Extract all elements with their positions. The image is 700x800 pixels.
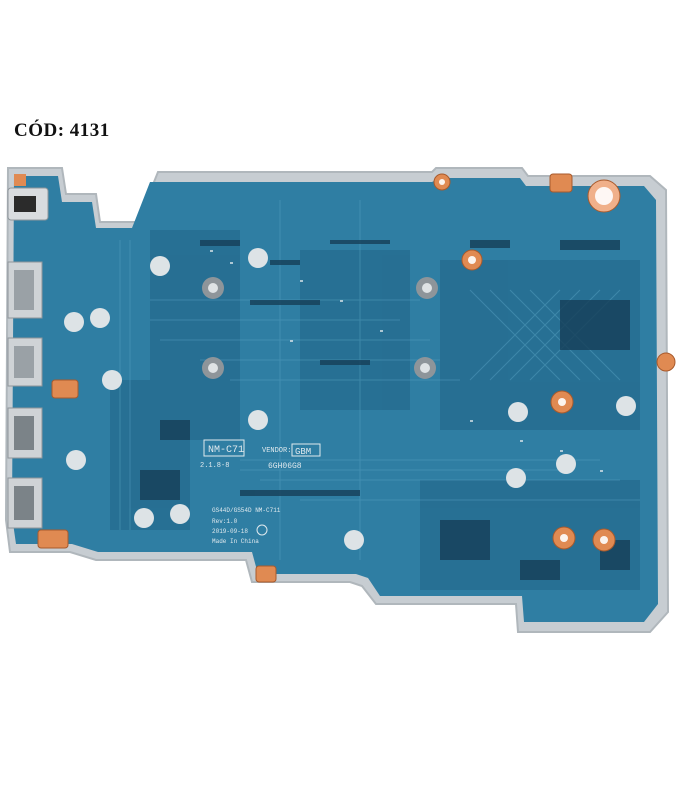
recycle-icon <box>256 524 268 536</box>
pcb-smd-parts <box>210 250 603 472</box>
hdmi-port <box>7 261 43 319</box>
product-code-label: CÓD: 4131 <box>14 120 110 141</box>
vendor-text: GBM <box>295 447 311 457</box>
barcode-text: 6GH06G8 <box>268 462 302 471</box>
copper-pads <box>37 173 676 583</box>
pad-holes <box>439 179 613 544</box>
standoffs <box>202 277 438 379</box>
model-text: NM-C71 <box>208 445 244 456</box>
mounting-holes <box>64 248 636 550</box>
date-code-text: 2.1.8-8 <box>200 462 229 470</box>
vendor-box <box>291 443 321 457</box>
model-box <box>203 439 245 457</box>
usb-c-port <box>7 337 43 387</box>
silk-line-1: GS44D/GS54D NM-C711 <box>212 507 281 514</box>
dc-power-jack <box>7 174 49 221</box>
usb-port-2 <box>7 477 43 529</box>
silk-line-2: Rev:1.0 <box>212 518 238 525</box>
usb-port-1 <box>7 407 43 459</box>
silk-line-4: Made In China <box>212 538 259 545</box>
pcb-components <box>140 240 630 580</box>
vendor-label: VENDOR: <box>262 447 291 455</box>
silk-line-3: 2019-09-18 <box>212 528 248 535</box>
